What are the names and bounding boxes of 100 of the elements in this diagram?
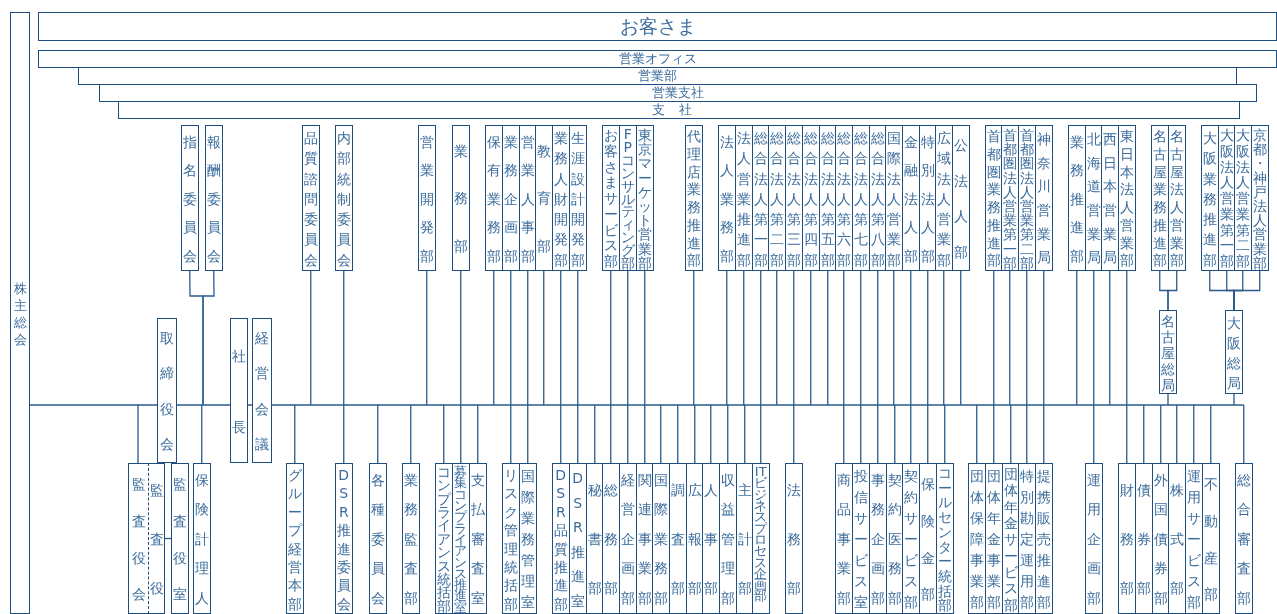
- department-box: 運用企画部: [1085, 463, 1103, 614]
- connector-line: [1126, 404, 1128, 464]
- connector-line: [1043, 270, 1045, 406]
- connector-line: [1143, 404, 1145, 464]
- department-box: 西日本営業局: [1101, 125, 1119, 271]
- connector-line: [960, 270, 962, 406]
- department-box: 総合法人第二部: [768, 125, 786, 271]
- department-box: 総合審査部: [1235, 463, 1253, 614]
- connector-line: [477, 404, 479, 464]
- connector-line: [843, 404, 845, 464]
- connector-line: [176, 404, 231, 406]
- connector-line: [843, 270, 845, 406]
- department-box: 指名委員会: [181, 125, 199, 271]
- department-box: 生涯設計開発部: [569, 125, 587, 271]
- connector-line: [460, 270, 462, 406]
- connector-line: [1093, 270, 1095, 406]
- department-box: 監査役会: [128, 463, 148, 614]
- connector-line: [510, 404, 512, 464]
- connector-line: [660, 404, 662, 464]
- connector-line: [1009, 270, 1011, 406]
- department-box: 経営企画部: [619, 463, 637, 614]
- department-box: 業務監査部: [402, 463, 420, 614]
- connector-line: [310, 270, 312, 406]
- department-box: 営業開発部: [418, 125, 436, 271]
- department-box: 首都圏法人営業第一部: [1001, 125, 1019, 271]
- department-box: 株式部: [1168, 463, 1186, 614]
- department-box: 国際法人営業部: [885, 125, 903, 271]
- department-box: 業務推進部: [1068, 125, 1086, 271]
- department-box: 募集コンプライアンス推進室: [452, 463, 470, 614]
- department-box: DSR推進委員会: [335, 463, 353, 614]
- connector-line: [1093, 404, 1095, 464]
- connector-line: [460, 404, 462, 464]
- department-box: グループ経営本部: [286, 463, 304, 614]
- department-box: 業務企画部: [502, 125, 520, 271]
- department-box: 団体保障事業部: [968, 463, 986, 614]
- department-box: 収益管理部: [719, 463, 737, 614]
- connector-line: [377, 404, 379, 464]
- connector-line: [577, 404, 579, 464]
- connector-line: [1010, 404, 1012, 464]
- department-box: 不動産部: [1202, 463, 1220, 614]
- department-box: 国際業務管理室: [519, 463, 537, 614]
- department-box: 首都圏法人営業第二部: [1018, 125, 1036, 271]
- department-box: 監査役: [148, 463, 165, 614]
- department-box: 保険金部: [919, 463, 937, 614]
- connector-line: [560, 404, 562, 464]
- connector-line: [1043, 404, 1045, 464]
- department-box: 経営会議: [252, 318, 272, 463]
- connector-line: [727, 404, 729, 464]
- department-box: 社長: [230, 318, 248, 463]
- connector-line: [710, 404, 712, 464]
- department-box: 大阪総局: [1225, 310, 1243, 394]
- department-box: 大阪法人営業第二部: [1234, 125, 1252, 271]
- connector-line: [726, 270, 728, 406]
- connector-line: [976, 404, 978, 464]
- connector-line: [1233, 393, 1235, 406]
- department-box: 公法人部: [952, 125, 970, 271]
- department-box: 教育部: [535, 125, 553, 271]
- department-box: 総合法人第七部: [852, 125, 870, 271]
- department-box: 法人業務部: [718, 125, 736, 271]
- connector-line: [644, 404, 646, 464]
- connector-line: [910, 404, 912, 464]
- connector-line: [1026, 404, 1028, 464]
- connector-line: [627, 270, 629, 406]
- connector-line: [594, 404, 596, 464]
- connector-line: [927, 270, 929, 406]
- department-box: 金融法人部: [902, 125, 920, 271]
- department-box: 提携販売推進部: [1035, 463, 1053, 614]
- connector-line: [1076, 270, 1078, 406]
- department-box: 東京マーケット営業部: [636, 125, 654, 271]
- channel-band: 支社: [118, 101, 1240, 119]
- department-box: 広域法人営業部: [935, 125, 953, 271]
- department-box: 神奈川営業局: [1035, 125, 1053, 271]
- department-box: 調査部: [669, 463, 687, 614]
- department-box: 名古屋法人営業部: [1168, 125, 1186, 271]
- connector-line: [577, 270, 579, 406]
- connector-line: [560, 270, 562, 406]
- department-box: 報酬委員会: [205, 125, 223, 271]
- connector-line: [877, 270, 879, 406]
- connector-line: [1160, 404, 1162, 464]
- department-box: 総務部: [602, 463, 620, 614]
- connector-line: [927, 404, 929, 464]
- connector-line: [610, 270, 612, 406]
- department-box: コンプライアンス統括部: [435, 463, 453, 614]
- connector-line: [1167, 393, 1169, 406]
- department-box: 運用サービス部: [1185, 463, 1203, 614]
- department-box: 法人営業推進部: [735, 125, 753, 271]
- connector-line: [202, 270, 215, 406]
- connector-line: [247, 404, 1245, 406]
- department-box: 契約サービス部: [902, 463, 920, 614]
- connector-line: [294, 404, 296, 464]
- connector-line: [493, 270, 495, 406]
- department-box: 投信サービス室: [852, 463, 870, 614]
- connector-line: [877, 404, 879, 464]
- connector-line: [1176, 404, 1178, 464]
- department-box: DSR推進室: [569, 463, 587, 614]
- department-box: リスク管理統括部: [502, 463, 520, 614]
- department-box: 品質諮問委員会: [302, 125, 320, 271]
- connector-line: [1167, 270, 1178, 311]
- department-box: お客さまサービス部: [602, 125, 620, 271]
- connector-line: [944, 404, 946, 464]
